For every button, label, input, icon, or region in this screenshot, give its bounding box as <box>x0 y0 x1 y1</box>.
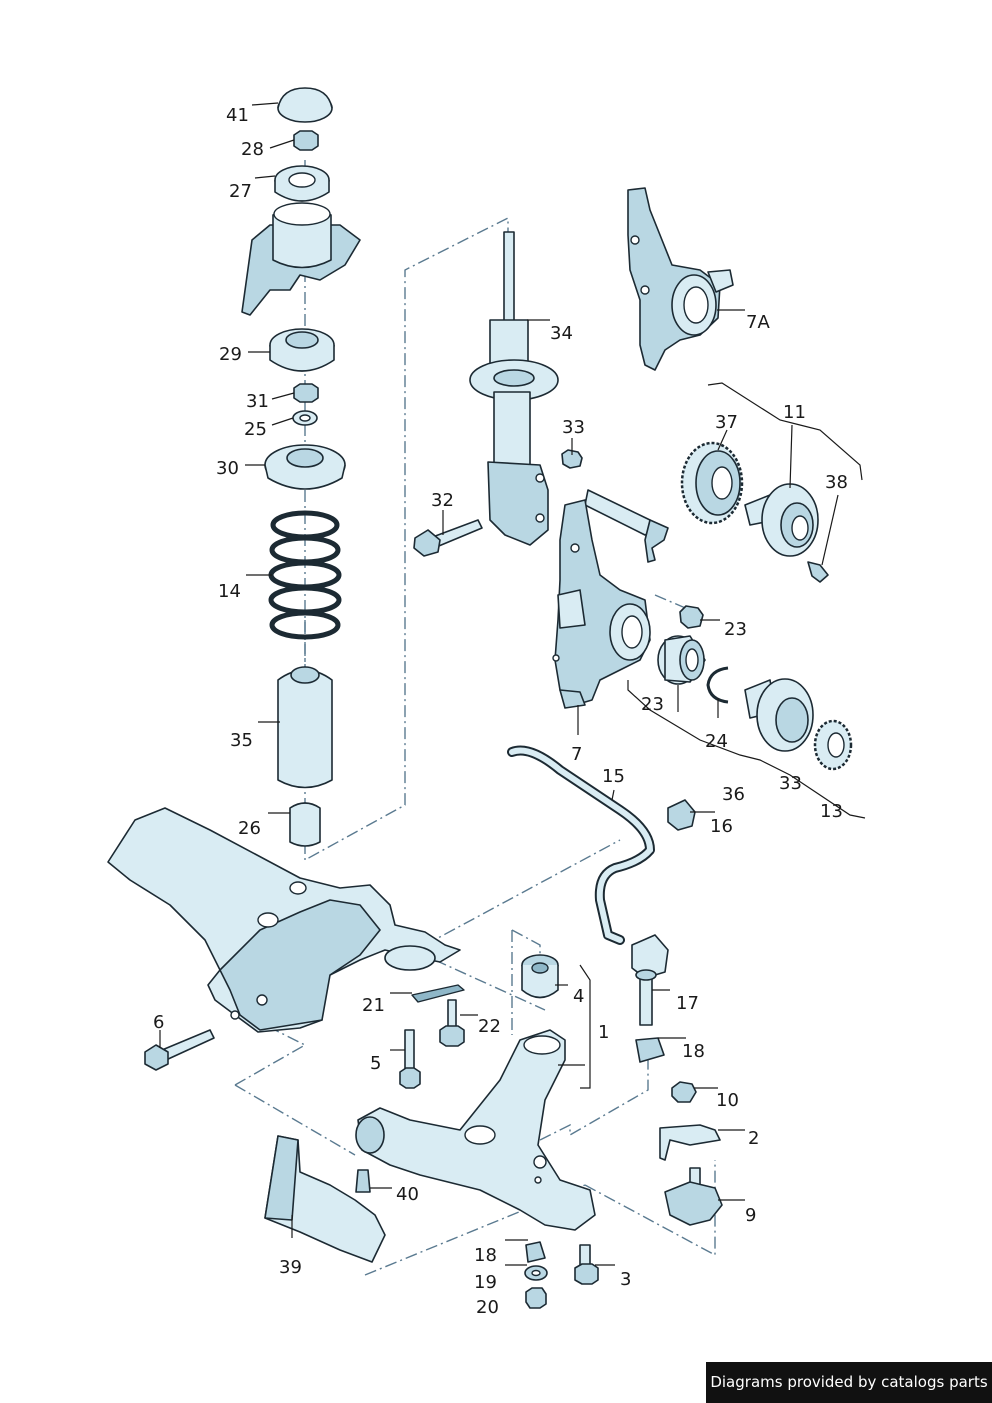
label-16: 16 <box>710 816 733 837</box>
protective-boot <box>277 666 333 789</box>
hub-screw <box>807 561 829 583</box>
wheel-bearing <box>657 635 706 685</box>
label-26: 26 <box>238 818 261 839</box>
label-9: 9 <box>745 1205 756 1226</box>
label-3: 3 <box>620 1269 631 1290</box>
ball-joint <box>664 1167 723 1226</box>
label-22: 22 <box>478 1016 501 1037</box>
bracket-lines-11 <box>707 382 863 481</box>
label-41: 41 <box>226 105 249 126</box>
label-17: 17 <box>676 993 699 1014</box>
wheel-hub <box>744 483 819 557</box>
steering-knuckle <box>552 499 651 709</box>
bolt-3 <box>574 1244 599 1285</box>
body-strut-tower <box>241 202 361 316</box>
hex-nut-top <box>293 130 319 151</box>
bolt-5 <box>399 1029 421 1089</box>
shock-absorber <box>469 231 559 546</box>
label-4: 4 <box>573 986 584 1007</box>
control-arm <box>355 1029 596 1231</box>
label-18-bottom: 18 <box>474 1245 497 1266</box>
label-20: 20 <box>476 1297 499 1318</box>
strut-nut <box>293 383 319 403</box>
label-33-top: 33 <box>562 417 585 438</box>
bump-stop <box>289 802 321 847</box>
attribution-footer: Diagrams provided by catalogs parts <box>706 1362 992 1403</box>
label-10: 10 <box>716 1090 739 1111</box>
label-32: 32 <box>431 490 454 511</box>
label-25: 25 <box>244 419 267 440</box>
subframe-bolt-6 <box>144 1029 215 1071</box>
label-33-bottom: 33 <box>779 773 802 794</box>
stabilizer-bushing <box>667 799 696 831</box>
strut-clamp-bolt <box>413 519 483 557</box>
label-19: 19 <box>474 1272 497 1293</box>
tie-rod-end <box>584 489 669 563</box>
bushing <box>521 954 591 1089</box>
strut-mount-rubber <box>269 328 335 372</box>
label-36: 36 <box>722 784 745 805</box>
label-23-left: 23 <box>641 694 664 715</box>
part-labels: 41 28 27 29 31 25 30 14 35 26 34 33 32 7… <box>153 105 848 1318</box>
strut-top-cap <box>277 87 333 123</box>
bolt-22 <box>439 999 465 1047</box>
ball-joint-clamp <box>659 1124 721 1161</box>
label-13: 13 <box>820 801 843 822</box>
label-34: 34 <box>550 323 573 344</box>
label-31: 31 <box>246 391 269 412</box>
upper-mount-bearing <box>274 165 330 202</box>
label-30: 30 <box>216 458 239 479</box>
label-2: 2 <box>748 1128 759 1149</box>
label-5: 5 <box>370 1053 381 1074</box>
label-11: 11 <box>783 402 806 423</box>
label-28: 28 <box>241 139 264 160</box>
thrust-washer <box>292 410 318 426</box>
nut-18-lower <box>525 1241 546 1263</box>
knuckle-nut <box>679 605 704 629</box>
leader-lines <box>159 102 839 1266</box>
label-38: 38 <box>825 472 848 493</box>
label-35: 35 <box>230 730 253 751</box>
label-39: 39 <box>279 1257 302 1278</box>
coupling-rod <box>631 934 669 1026</box>
label-7: 7 <box>571 744 582 765</box>
label-14: 14 <box>218 581 241 602</box>
label-7A: 7A <box>746 312 770 333</box>
clamp-plate-21 <box>411 984 465 1003</box>
wheel-bearing-housing-7a <box>627 187 734 371</box>
stone-guard <box>264 1135 386 1263</box>
label-29: 29 <box>219 344 242 365</box>
abs-sensor-ring <box>680 441 744 525</box>
circlip <box>706 666 729 704</box>
ball-joint-nut <box>671 1081 697 1103</box>
label-6: 6 <box>153 1012 164 1033</box>
washer-19 <box>524 1265 548 1281</box>
label-15: 15 <box>602 766 625 787</box>
label-40: 40 <box>396 1184 419 1205</box>
stabilizer-bar <box>507 745 655 945</box>
label-18-right: 18 <box>682 1041 705 1062</box>
label-24: 24 <box>705 731 728 752</box>
coil-spring <box>268 510 342 640</box>
expanding-clip <box>355 1169 371 1193</box>
bracket-lines-33-13 <box>627 680 866 819</box>
label-37: 37 <box>715 412 738 433</box>
spring-upper-seat <box>264 444 346 490</box>
nut-20 <box>525 1287 547 1309</box>
strut-clamp-nut <box>561 449 583 469</box>
drive-hub <box>744 678 853 771</box>
label-27: 27 <box>229 181 252 202</box>
label-23-right: 23 <box>724 619 747 640</box>
label-1: 1 <box>598 1022 609 1043</box>
rubber-bushing-18 <box>635 1037 665 1063</box>
label-21: 21 <box>362 995 385 1016</box>
subframe <box>107 807 461 1033</box>
